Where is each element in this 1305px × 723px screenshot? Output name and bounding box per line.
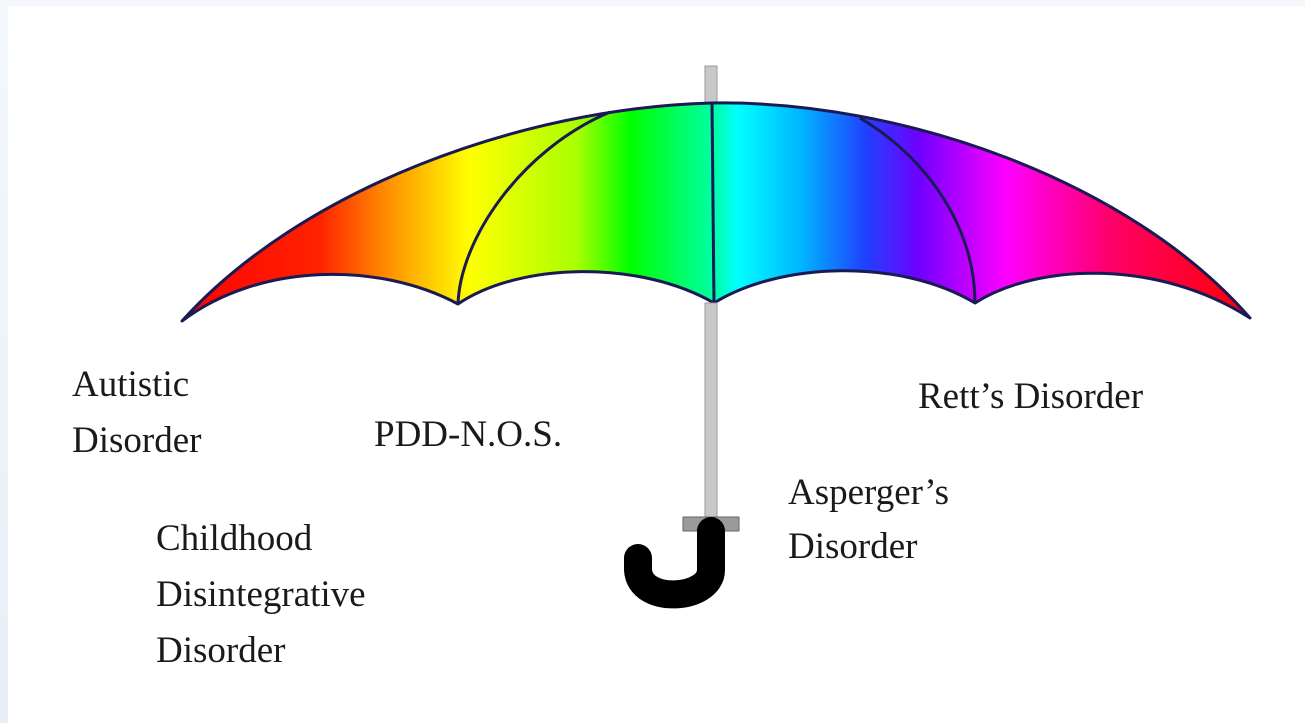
- label-retts-disorder: Rett’s Disorder: [918, 372, 1143, 422]
- label-autistic-line2: Disorder: [72, 416, 201, 466]
- label-asperger-line1: Asperger’s: [788, 468, 949, 518]
- label-cdd-line3: Disorder: [156, 626, 366, 676]
- label-asperger-line2: Disorder: [788, 522, 949, 572]
- umbrella-tip: [705, 66, 717, 106]
- umbrella-canopy: [182, 103, 1250, 321]
- umbrella-shaft: [705, 303, 717, 521]
- label-aspergers-disorder: Asperger’s Disorder: [788, 468, 949, 572]
- umbrella-handle: [638, 531, 711, 594]
- label-childhood-disintegrative-disorder: Childhood Disintegrative Disorder: [156, 514, 366, 676]
- canopy-rib-center: [712, 103, 714, 303]
- label-autistic-line1: Autistic: [72, 360, 201, 410]
- label-autistic-disorder: Autistic Disorder: [72, 360, 201, 466]
- label-pdd-nos: PDD-N.O.S.: [374, 410, 562, 460]
- label-cdd-line1: Childhood: [156, 514, 366, 564]
- label-cdd-line2: Disintegrative: [156, 570, 366, 620]
